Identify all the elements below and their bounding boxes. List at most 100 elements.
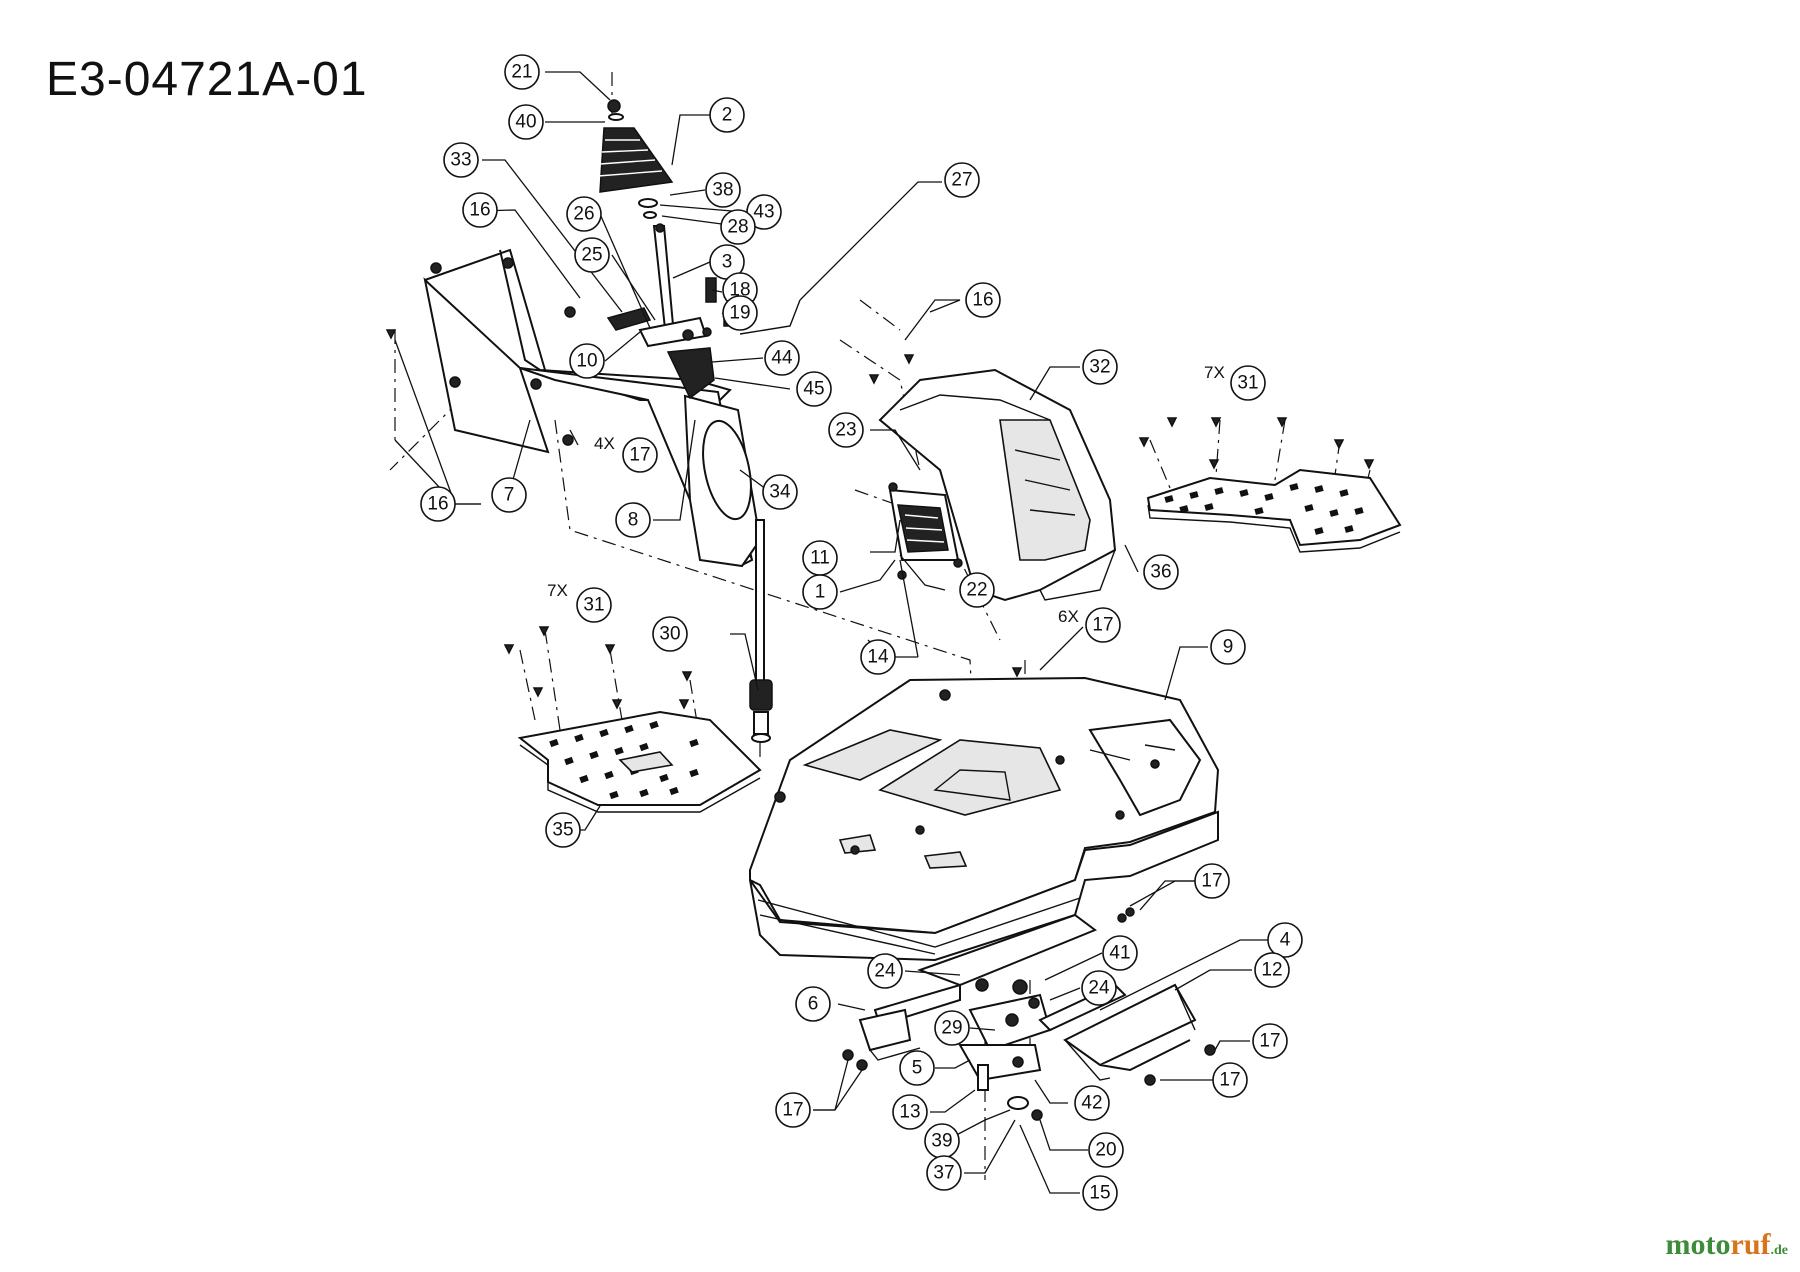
callout-31-left: 31 — [576, 587, 612, 623]
diagram-title: E3-04721A-01 — [46, 53, 368, 106]
svg-text:7: 7 — [504, 485, 515, 506]
callout-30: 30 — [652, 616, 688, 652]
callout-17-right-b: 17 — [1212, 1062, 1248, 1098]
footrest-mat-left — [517, 710, 762, 813]
svg-text:9: 9 — [1223, 637, 1234, 658]
callout-35: 35 — [545, 812, 581, 848]
svg-text:37: 37 — [933, 1163, 954, 1184]
svg-text:42: 42 — [1081, 1093, 1102, 1114]
svg-text:22: 22 — [966, 580, 987, 601]
footrest-mat-right — [1146, 468, 1402, 553]
callout-33: 33 — [443, 142, 479, 178]
callout-25: 25 — [574, 237, 610, 273]
svg-text:18: 18 — [729, 280, 750, 301]
svg-text:31: 31 — [1237, 373, 1258, 394]
svg-text:25: 25 — [581, 245, 602, 266]
callout-2: 2 — [709, 97, 745, 133]
svg-text:17: 17 — [1092, 615, 1113, 636]
svg-text:17: 17 — [782, 1100, 803, 1121]
svg-text:30: 30 — [659, 624, 680, 645]
svg-text:19: 19 — [729, 303, 750, 324]
callout-15: 15 — [1082, 1175, 1118, 1211]
svg-text:13: 13 — [899, 1102, 920, 1123]
callout-6: 6 — [795, 986, 831, 1022]
svg-text:10: 10 — [576, 351, 597, 372]
svg-text:23: 23 — [835, 420, 856, 441]
qty-6x: 6X — [1058, 607, 1079, 626]
svg-text:12: 12 — [1261, 960, 1282, 981]
callout-8: 8 — [615, 502, 651, 538]
dash-cover — [878, 368, 1117, 602]
callout-27: 27 — [944, 162, 980, 198]
svg-text:35: 35 — [552, 820, 573, 841]
callout-32: 32 — [1082, 349, 1118, 385]
callout-43: 43 — [746, 194, 782, 230]
svg-text:15: 15 — [1089, 1183, 1110, 1204]
svg-text:8: 8 — [628, 510, 639, 531]
callout-34: 34 — [762, 474, 798, 510]
svg-text:32: 32 — [1089, 357, 1110, 378]
callout-5: 5 — [899, 1050, 935, 1086]
svg-text:40: 40 — [515, 112, 536, 133]
callout-17-right-a: 17 — [1252, 1023, 1288, 1059]
callout-10: 10 — [569, 343, 605, 379]
svg-text:16: 16 — [427, 494, 448, 515]
callout-7: 7 — [491, 477, 527, 513]
svg-text:17: 17 — [629, 445, 650, 466]
callout-38: 38 — [705, 172, 741, 208]
svg-text:14: 14 — [867, 647, 889, 668]
svg-text:17: 17 — [1219, 1070, 1240, 1091]
svg-text:31: 31 — [583, 595, 604, 616]
svg-text:11: 11 — [810, 548, 830, 569]
svg-text:2: 2 — [722, 105, 733, 126]
svg-text:24: 24 — [1088, 978, 1110, 999]
svg-text:24: 24 — [874, 961, 896, 982]
svg-text:21: 21 — [511, 62, 532, 83]
callout-17-body: 17 — [1085, 607, 1121, 643]
callout-26: 26 — [566, 196, 602, 232]
svg-text:1: 1 — [815, 582, 826, 603]
callout-42: 42 — [1074, 1085, 1110, 1121]
callout-16: 16 — [462, 192, 498, 228]
callout-29: 29 — [934, 1010, 970, 1046]
callout-44: 44 — [764, 340, 800, 376]
callout-20: 20 — [1088, 1132, 1124, 1168]
svg-text:29: 29 — [941, 1018, 962, 1039]
callout-16-dash: 16 — [965, 282, 1001, 318]
callout-31-right: 31 — [1230, 365, 1266, 401]
svg-text:33: 33 — [450, 150, 471, 171]
svg-text:3: 3 — [722, 252, 733, 273]
callout-9: 9 — [1210, 629, 1246, 665]
callout-17-housing: 17 — [622, 437, 658, 473]
svg-text:16: 16 — [972, 290, 993, 311]
svg-text:36: 36 — [1150, 562, 1171, 583]
svg-text:5: 5 — [912, 1058, 923, 1079]
svg-text:38: 38 — [712, 180, 733, 201]
svg-text:44: 44 — [771, 348, 793, 369]
callout-23: 23 — [828, 412, 864, 448]
callout-22: 22 — [959, 572, 995, 608]
callout-1: 1 — [802, 574, 838, 610]
svg-text:45: 45 — [803, 379, 824, 400]
steering-shaft — [749, 519, 773, 743]
callout-24-right: 24 — [1081, 970, 1117, 1006]
svg-text:17: 17 — [1201, 871, 1222, 892]
callout-19: 19 — [722, 295, 758, 331]
svg-text:28: 28 — [727, 217, 748, 238]
svg-text:17: 17 — [1259, 1031, 1280, 1052]
qty-7x-right: 7X — [1204, 363, 1225, 382]
callout-28: 28 — [720, 209, 756, 245]
watermark-logo: motoruf.de — [1665, 1228, 1788, 1261]
console-housing — [423, 248, 762, 568]
svg-text:41: 41 — [1109, 943, 1130, 964]
shift-boot-assembly — [597, 99, 676, 340]
callout-37: 37 — [926, 1155, 962, 1191]
callout-24-left: 24 — [867, 953, 903, 989]
svg-text:26: 26 — [573, 204, 594, 225]
callout-17-left: 17 — [775, 1092, 811, 1128]
callout-41: 41 — [1102, 935, 1138, 971]
svg-text:6: 6 — [808, 994, 819, 1015]
callout-17-top-bracket: 17 — [1194, 863, 1230, 899]
callout-45: 45 — [796, 371, 832, 407]
